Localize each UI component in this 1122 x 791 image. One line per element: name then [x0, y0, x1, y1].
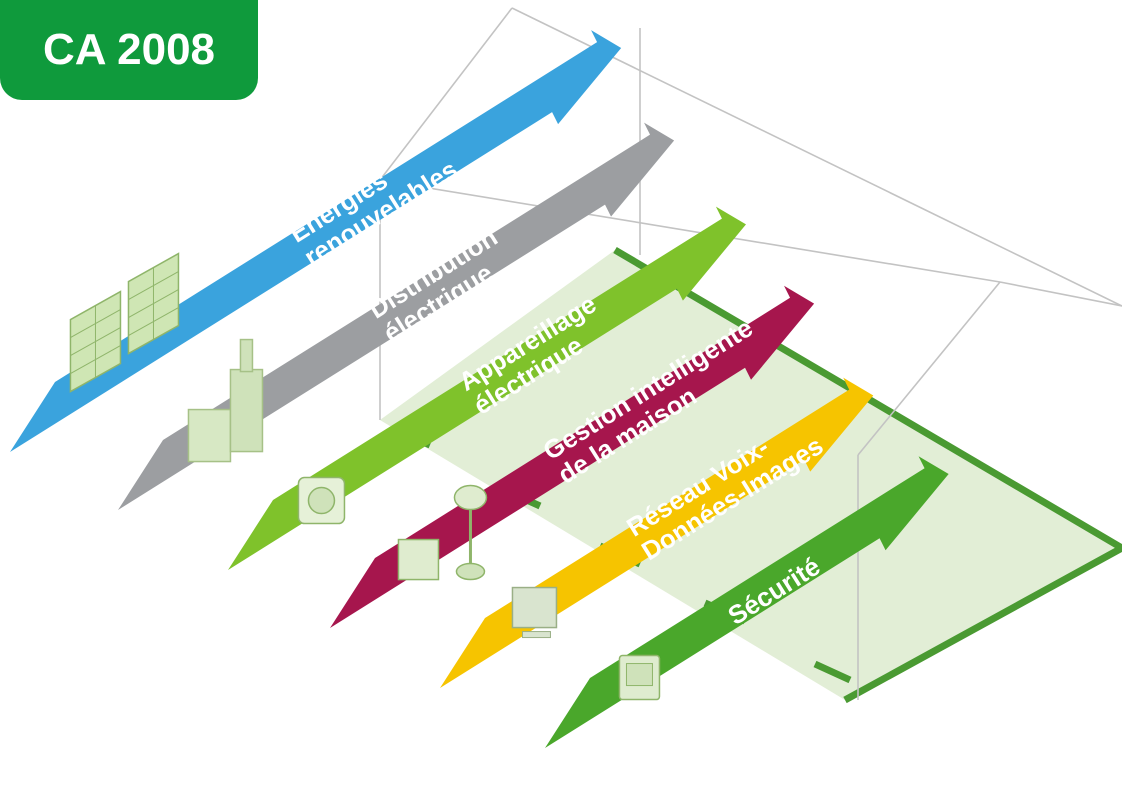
computer-screen-icon: [511, 586, 558, 639]
floor-edge: [613, 246, 1122, 704]
thermostat-sensor-icon: [397, 484, 488, 581]
solar-panel-icon: [69, 252, 180, 393]
security-panel-icon: [618, 654, 661, 701]
ca-2008-badge: CA 2008: [0, 0, 258, 100]
house-outline: [379, 7, 1122, 700]
electrical-cabinet-icon: [187, 338, 264, 463]
arrow-shape: [228, 206, 746, 570]
arrow-6: Sécurité: [545, 456, 949, 748]
arrow-shape: [330, 285, 815, 628]
arrow-shape: [10, 30, 622, 452]
power-socket-icon: [297, 476, 346, 525]
arrow-label: Distributionélectrique: [363, 222, 517, 349]
